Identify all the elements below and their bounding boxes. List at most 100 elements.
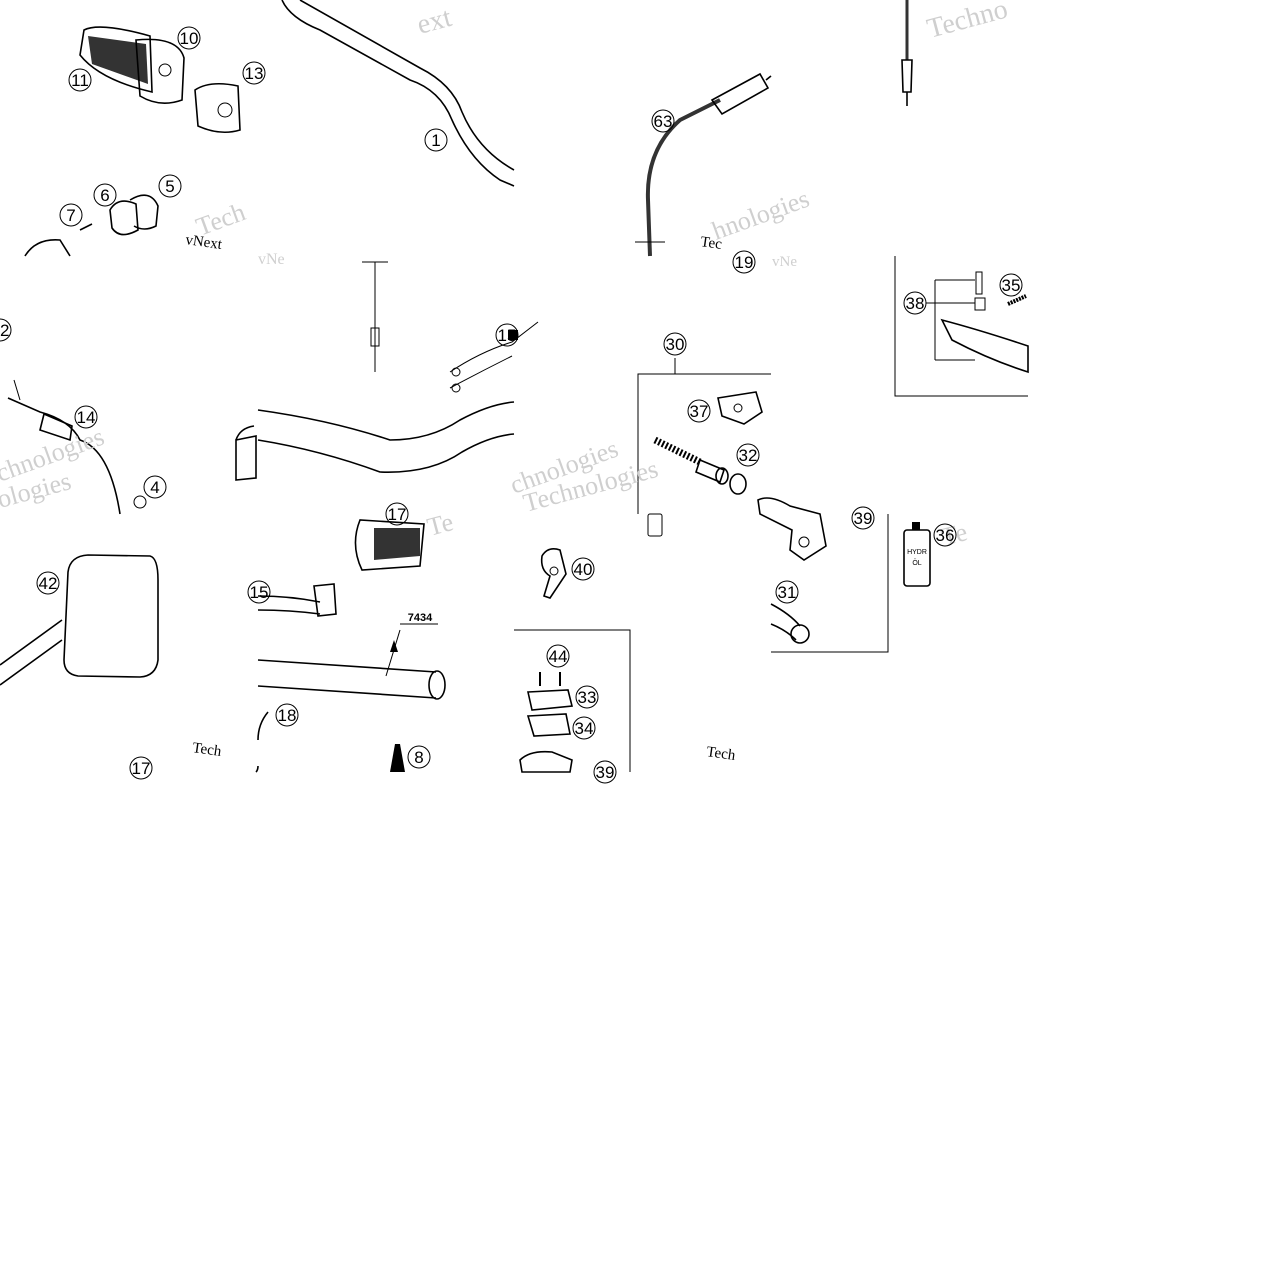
svg-text:31: 31 bbox=[778, 583, 797, 602]
callout-42: 42 bbox=[36, 571, 60, 595]
watermark-text: ext bbox=[414, 2, 455, 41]
callout-12: 12 bbox=[0, 318, 12, 342]
callout-36: 36 bbox=[933, 523, 957, 547]
svg-text:39: 39 bbox=[596, 763, 615, 782]
watermark-text: hnologies bbox=[708, 184, 813, 246]
callout-11: 11 bbox=[68, 68, 92, 92]
svg-text:17: 17 bbox=[132, 759, 151, 778]
callout-30: 30 bbox=[663, 332, 687, 356]
watermark-text: vNe bbox=[772, 254, 797, 270]
throttle-grip-part bbox=[79, 26, 185, 104]
svg-text:13: 13 bbox=[245, 64, 264, 83]
handlebar-bottom-part bbox=[257, 401, 515, 473]
bar-end-part bbox=[235, 425, 257, 481]
callout-16: 15 bbox=[247, 580, 271, 604]
number-plate-part bbox=[0, 554, 159, 686]
svg-text:1: 1 bbox=[431, 131, 440, 150]
watermark-text: Tech bbox=[191, 740, 222, 760]
throttle-clamp-part bbox=[79, 194, 159, 236]
svg-text:10: 10 bbox=[180, 29, 199, 48]
speedometer-cable-part bbox=[901, 0, 913, 106]
callout-37: 37 bbox=[687, 399, 711, 423]
watermark-text: Techno bbox=[924, 0, 1011, 45]
svg-text:36: 36 bbox=[936, 526, 955, 545]
svg-text:30: 30 bbox=[666, 335, 685, 354]
handlebar-top-part bbox=[281, 0, 515, 187]
watermark-text: Tech bbox=[705, 744, 736, 764]
callout-35: 35 bbox=[999, 273, 1023, 297]
callout-8: 8 bbox=[407, 745, 431, 769]
svg-text:11: 11 bbox=[71, 71, 89, 90]
svg-text:5: 5 bbox=[165, 177, 174, 196]
callout-38: 38 bbox=[903, 291, 927, 315]
lever-bracket-part bbox=[717, 391, 763, 425]
hydraulic-oil-bottle: HYDR ÖL bbox=[903, 522, 931, 587]
watermark-text: vNe bbox=[258, 251, 285, 268]
callout-13: 13 bbox=[242, 61, 266, 85]
svg-text:19: 19 bbox=[735, 253, 754, 272]
watermark-text: Tec bbox=[699, 234, 723, 253]
callout-10: 10 bbox=[177, 26, 201, 50]
svg-text:39: 39 bbox=[854, 509, 873, 528]
svg-text:15: 15 bbox=[498, 326, 517, 345]
reservoir-part bbox=[519, 672, 574, 773]
kill-switch-part bbox=[257, 583, 337, 617]
clutch-lever-part bbox=[770, 603, 810, 644]
callout-19: 19 bbox=[732, 250, 756, 274]
master-cylinder-part bbox=[757, 497, 827, 561]
callout-32: 32 bbox=[736, 443, 760, 467]
reference-code: 7434 bbox=[408, 612, 433, 624]
svg-text:18: 18 bbox=[278, 706, 297, 725]
oil-label-line2: ÖL bbox=[912, 559, 921, 567]
callout-31: 31 bbox=[775, 580, 799, 604]
svg-text:38: 38 bbox=[906, 294, 925, 313]
callout-33: 33 bbox=[575, 685, 599, 709]
kill-switch-wire-part bbox=[449, 321, 539, 393]
watermark-text: vNext bbox=[184, 232, 223, 253]
svg-text:4: 4 bbox=[150, 478, 159, 497]
svg-text:17: 17 bbox=[388, 505, 407, 524]
svg-text:34: 34 bbox=[575, 719, 594, 738]
watermark-layer: ext Techno Tech vNext vNe hnologies Tec … bbox=[0, 0, 1011, 764]
cable-end-part bbox=[362, 261, 388, 372]
cable-clamp-part bbox=[540, 548, 567, 599]
callout-39: 39 bbox=[593, 760, 617, 784]
svg-text:6: 6 bbox=[100, 186, 109, 205]
oil-label-line1: HYDR bbox=[907, 549, 927, 556]
svg-text:40: 40 bbox=[574, 560, 593, 579]
callout-17: 17 bbox=[385, 502, 409, 526]
callout-34: 34 bbox=[572, 716, 596, 740]
callout-44: 44 bbox=[546, 644, 570, 668]
callout-5: 5 bbox=[158, 174, 182, 198]
callout-18: 18 bbox=[275, 703, 299, 727]
svg-text:14: 14 bbox=[77, 408, 96, 427]
callout-63: 63 bbox=[651, 109, 675, 133]
handlebar-tube-part bbox=[257, 659, 437, 699]
cable-boot-part bbox=[390, 744, 405, 772]
callout-7: 7 bbox=[59, 203, 83, 227]
left-grip-part bbox=[354, 519, 425, 571]
callout-17: 17 bbox=[129, 756, 153, 780]
callout-14: 14 bbox=[74, 405, 98, 429]
svg-text:12: 12 bbox=[0, 321, 9, 340]
svg-text:37: 37 bbox=[690, 402, 709, 421]
throttle-cable-part bbox=[7, 379, 121, 515]
svg-text:8: 8 bbox=[414, 748, 423, 767]
svg-text:63: 63 bbox=[654, 112, 673, 131]
brake-lever-box bbox=[894, 256, 1029, 397]
cap-part bbox=[133, 495, 147, 509]
callout-39: 39 bbox=[851, 506, 875, 530]
callout-15: 15 bbox=[495, 323, 519, 347]
callout-layer: 1 4 5 6 7 8 10 11 12 13 14 15 17 17 18 1… bbox=[0, 26, 1023, 784]
svg-text:35: 35 bbox=[1002, 276, 1021, 295]
piston-spring-part bbox=[653, 436, 747, 495]
watermark-text: Te bbox=[424, 507, 456, 542]
svg-text:42: 42 bbox=[39, 574, 58, 593]
svg-text:33: 33 bbox=[578, 688, 597, 707]
callout-4: 4 bbox=[143, 475, 167, 499]
callout-6: 6 bbox=[93, 183, 117, 207]
svg-text:7: 7 bbox=[66, 206, 75, 225]
callout-40: 40 bbox=[571, 557, 595, 581]
clutch-cable-part bbox=[635, 72, 772, 257]
